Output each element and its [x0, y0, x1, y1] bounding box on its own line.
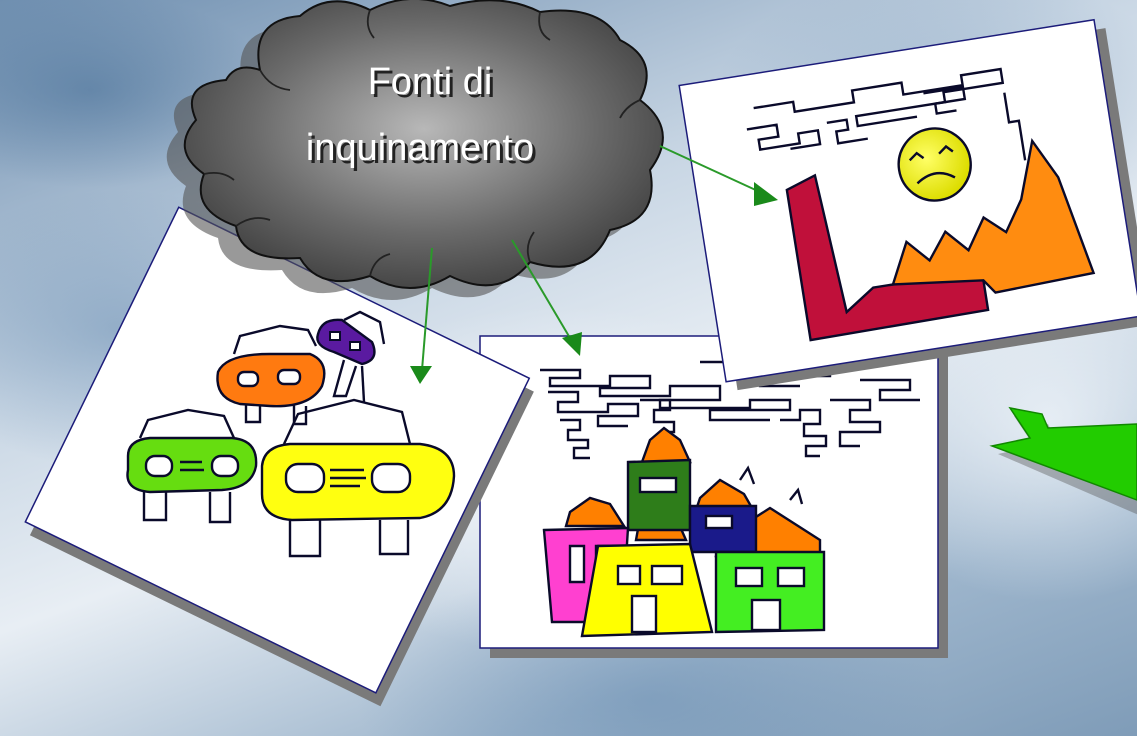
cars-drawing — [126, 310, 456, 558]
block-arrow-icon — [989, 406, 1137, 515]
cloud-shape — [166, 0, 664, 301]
factory-drawing — [746, 67, 1096, 342]
cloud-title-shadow-line2: inquinamento — [309, 130, 537, 172]
cloud-title-line1: Fonti di — [368, 61, 493, 103]
arrow-to-cars — [410, 247, 433, 384]
arrow-to-houses — [511, 239, 582, 356]
houses-card[interactable] — [479, 335, 948, 658]
sad-sun-icon — [897, 127, 972, 202]
arrow-to-factory — [659, 145, 778, 206]
houses-drawing — [540, 360, 920, 638]
factory-card[interactable] — [678, 18, 1137, 391]
cloud-title-shadow-line1: Fonti di — [371, 64, 496, 106]
cloud-title-line2: inquinamento — [306, 127, 534, 169]
